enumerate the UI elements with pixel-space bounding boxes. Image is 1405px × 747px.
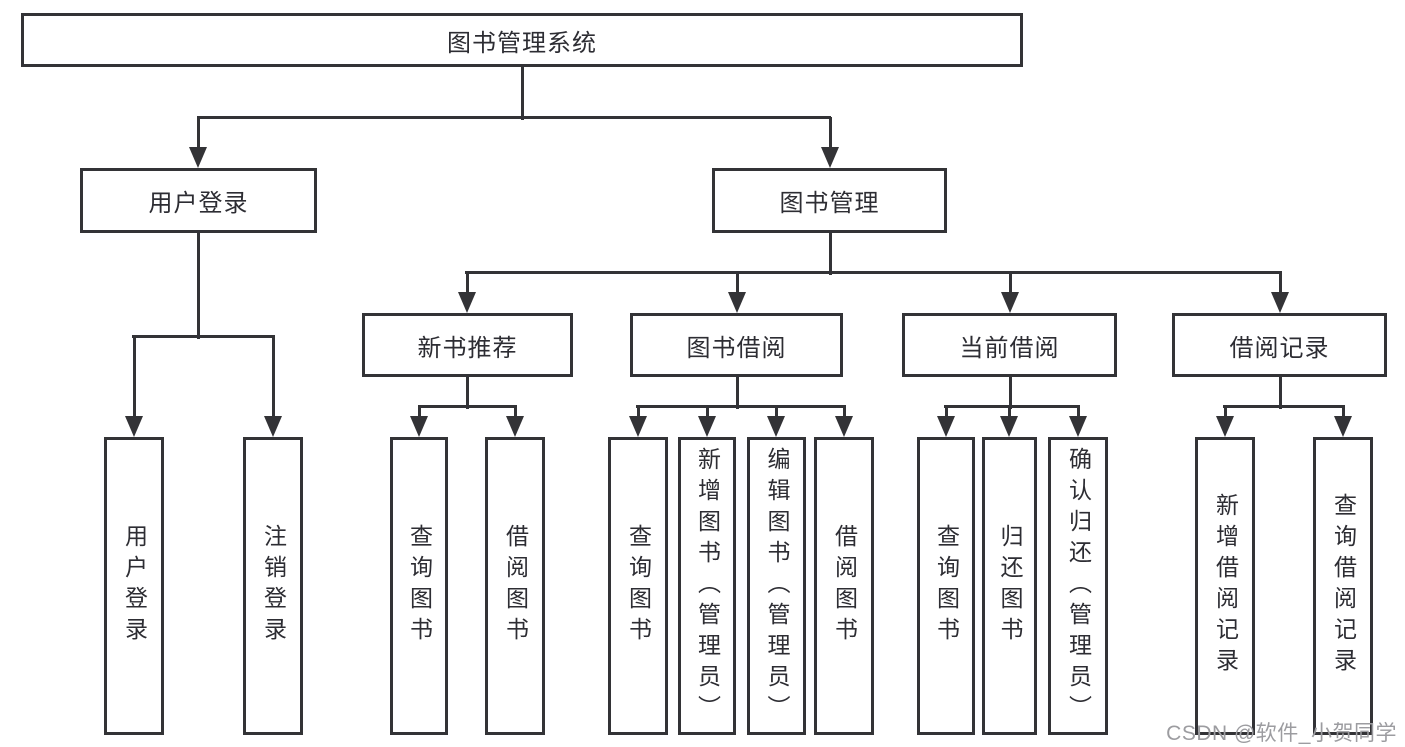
- node-book-borrowing: 图书借阅: [630, 313, 843, 377]
- arrow-down-icon: [1334, 416, 1352, 437]
- node-query-borrow-record-label: 查询借阅记录: [1330, 493, 1357, 679]
- connector-line: [271, 336, 275, 418]
- connector-line: [944, 406, 948, 418]
- node-add-books-admin: 新增图书（管理员）: [678, 437, 736, 735]
- node-edit-books-admin: 编辑图书（管理员）: [747, 437, 806, 735]
- connector-line: [1007, 406, 1011, 418]
- node-add-books-admin-label: 新增图书（管理员）: [694, 446, 721, 726]
- node-edit-books-admin-label: 编辑图书（管理员）: [764, 446, 790, 726]
- connector-line: [1278, 377, 1282, 409]
- connector-line: [1223, 406, 1227, 418]
- connector-line: [828, 233, 832, 275]
- connector-line: [465, 270, 1282, 274]
- node-current-borrowing-label: 当前借阅: [959, 334, 1060, 362]
- connector-line: [1008, 272, 1012, 294]
- node-borrowing-records: 借阅记录: [1172, 313, 1387, 377]
- node-new-book-recommend: 新书推荐: [362, 313, 573, 377]
- arrow-down-icon: [728, 292, 746, 313]
- node-system-root: 图书管理系统: [21, 13, 1023, 67]
- connector-line: [735, 377, 739, 409]
- arrow-down-icon: [629, 416, 647, 437]
- connector-line: [944, 404, 1080, 408]
- connector-line: [828, 117, 832, 149]
- node-query-books-borrow: 查询图书: [608, 437, 668, 735]
- connector-line: [197, 115, 831, 119]
- connector-line: [636, 404, 846, 408]
- arrow-down-icon: [1271, 292, 1289, 313]
- node-logout-action-label: 注销登录: [260, 524, 287, 648]
- connector-line: [705, 406, 709, 418]
- node-confirm-return-admin: 确认归还（管理员）: [1048, 437, 1108, 735]
- connector-line: [735, 272, 739, 294]
- node-add-borrow-record: 新增借阅记录: [1195, 437, 1255, 735]
- connector-line: [1076, 406, 1080, 418]
- node-borrow-books-action-label: 借阅图书: [831, 524, 858, 648]
- node-query-books-current-label: 查询图书: [933, 524, 960, 648]
- node-return-books-label: 归还图书: [997, 524, 1023, 648]
- node-query-books-borrow-label: 查询图书: [625, 524, 652, 648]
- node-user-login-action: 用户登录: [104, 437, 164, 735]
- arrow-down-icon: [458, 292, 476, 313]
- arrow-down-icon: [1069, 416, 1087, 437]
- connector-line: [842, 406, 846, 418]
- connector-line: [1278, 272, 1282, 294]
- node-add-borrow-record-label: 新增借阅记录: [1212, 493, 1239, 679]
- node-query-books-current: 查询图书: [917, 437, 975, 735]
- connector-line: [513, 406, 517, 418]
- connector-line: [132, 336, 136, 418]
- connector-line: [1223, 404, 1345, 408]
- arrow-down-icon: [1000, 416, 1018, 437]
- arrow-down-icon: [410, 416, 428, 437]
- node-user-login-label: 用户登录: [148, 190, 249, 217]
- arrow-down-icon: [698, 416, 716, 437]
- node-borrow-books-action: 借阅图书: [814, 437, 874, 735]
- node-book-management-label: 图书管理: [779, 190, 880, 217]
- node-book-management: 图书管理: [712, 168, 947, 233]
- node-user-login: 用户登录: [80, 168, 317, 233]
- connector-line: [196, 117, 200, 149]
- connector-line: [774, 406, 778, 418]
- node-book-borrowing-label: 图书借阅: [686, 334, 787, 362]
- connector-line: [636, 406, 640, 418]
- arrow-down-icon: [937, 416, 955, 437]
- connector-line: [417, 406, 421, 418]
- node-query-books-recommend: 查询图书: [390, 437, 448, 735]
- arrow-down-icon: [189, 147, 207, 168]
- node-borrowing-records-label: 借阅记录: [1229, 334, 1330, 362]
- connector-line: [465, 272, 469, 294]
- node-new-book-recommend-label: 新书推荐: [417, 334, 518, 362]
- connector-line: [1008, 377, 1012, 409]
- arrow-down-icon: [1216, 416, 1234, 437]
- node-system-root-label: 图书管理系统: [447, 29, 597, 57]
- arrow-down-icon: [506, 416, 524, 437]
- node-borrow-books-recommend: 借阅图书: [485, 437, 545, 735]
- node-return-books: 归还图书: [982, 437, 1037, 735]
- connector-line: [132, 334, 275, 338]
- connector-line: [520, 65, 524, 120]
- arrow-down-icon: [767, 416, 785, 437]
- node-borrow-books-recommend-label: 借阅图书: [502, 524, 529, 648]
- node-user-login-action-label: 用户登录: [121, 524, 148, 648]
- arrow-down-icon: [264, 416, 282, 437]
- watermark: CSDN @软件_小贺同学: [1166, 722, 1397, 745]
- arrow-down-icon: [821, 147, 839, 168]
- node-confirm-return-admin-label: 确认归还（管理员）: [1065, 446, 1092, 726]
- node-logout-action: 注销登录: [243, 437, 303, 735]
- connector-line: [1341, 406, 1345, 418]
- connector-line: [418, 404, 517, 408]
- connector-line: [465, 377, 469, 409]
- arrow-down-icon: [125, 416, 143, 437]
- node-current-borrowing: 当前借阅: [902, 313, 1117, 377]
- arrow-down-icon: [835, 416, 853, 437]
- node-query-books-recommend-label: 查询图书: [406, 524, 433, 648]
- connector-line: [196, 233, 200, 339]
- arrow-down-icon: [1001, 292, 1019, 313]
- node-query-borrow-record: 查询借阅记录: [1313, 437, 1373, 735]
